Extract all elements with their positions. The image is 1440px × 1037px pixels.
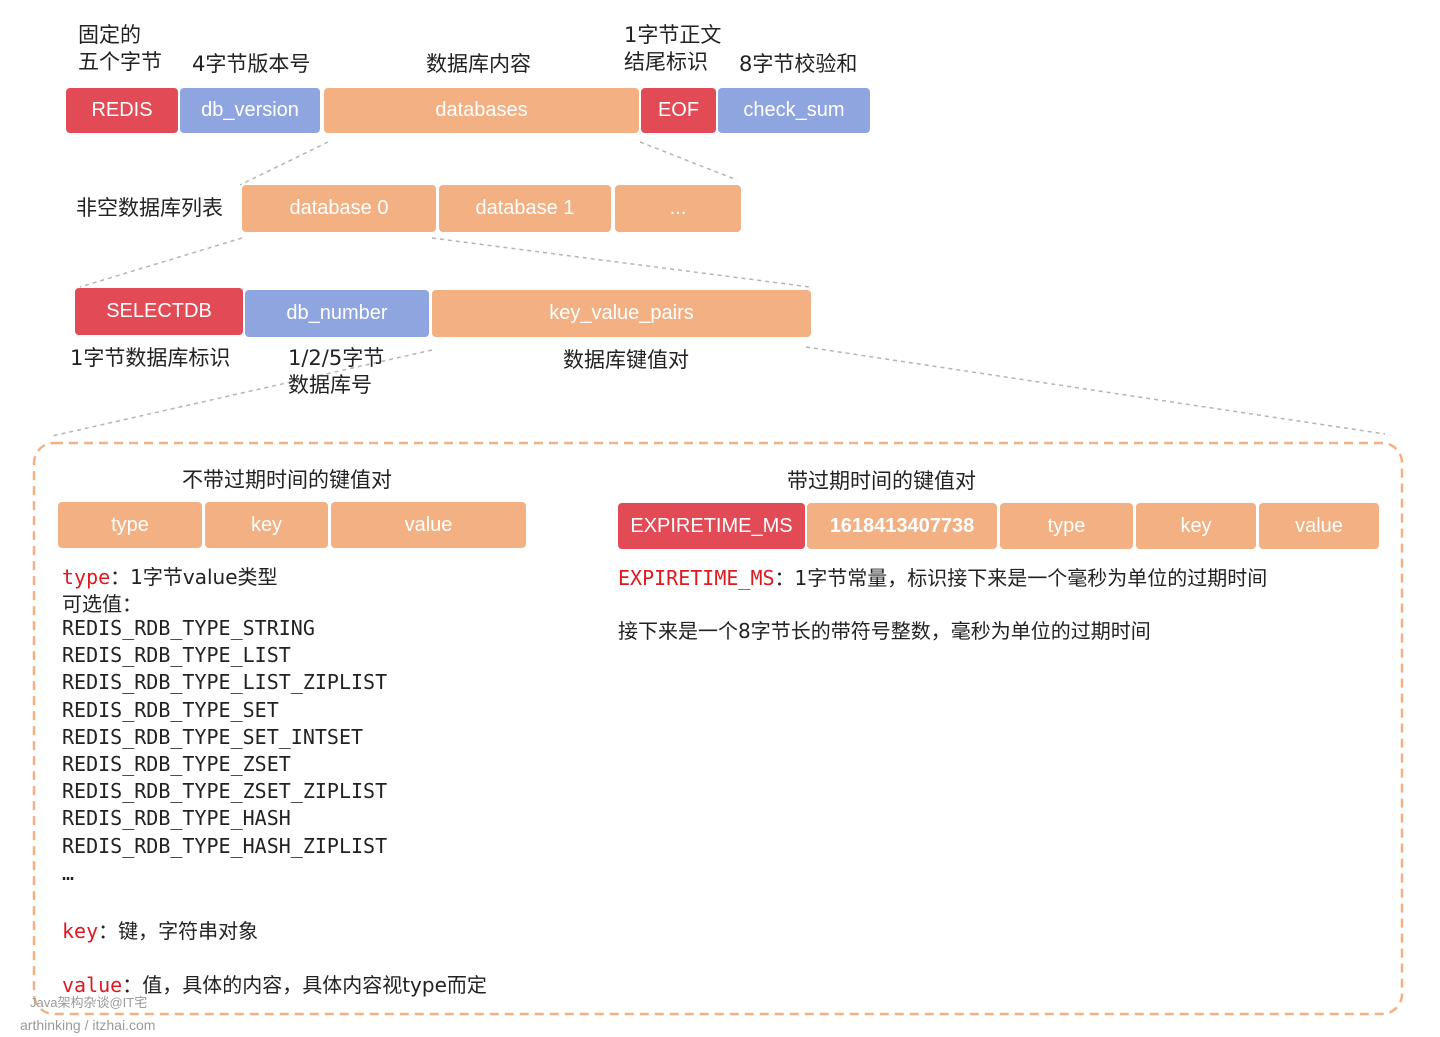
expire-description: EXPIRETIME_MS：1字节常量，标识接下来是一个毫秒为单位的过期时间 (618, 562, 1267, 591)
type-value-item: REDIS_RDB_TYPE_SET_INTSET (62, 724, 364, 749)
options-label: 可选值： (62, 592, 142, 616)
value-description: value：值，具体的内容，具体内容视type而定 (62, 969, 487, 998)
selectdb-box: SELECTDB (75, 288, 243, 335)
eof-label: 1字节正文 结尾标识 (624, 23, 722, 74)
value-desc-text: ：值，具体的内容，具体内容视type而定 (122, 973, 487, 997)
left-type-box: type (58, 502, 202, 548)
type-value-item: REDIS_RDB_TYPE_SET (62, 697, 279, 722)
database-0-box: database 0 (242, 185, 436, 232)
type-value-item: REDIS_RDB_TYPE_ZSET (62, 752, 291, 777)
type-description: type：1字节value类型 (62, 561, 278, 590)
right-value-box: value (1259, 503, 1379, 549)
db-number-label: 1/2/5字节 数据库号 (288, 346, 385, 397)
db-list-label: 非空数据库列表 (76, 196, 223, 220)
database-1-box: database 1 (439, 185, 611, 232)
expire-keyword: EXPIRETIME_MS (618, 566, 775, 590)
watermark-line2: arthinking / itzhai.com (20, 1017, 156, 1033)
type-values-list: REDIS_RDB_TYPE_STRING REDIS_RDB_TYPE_LIS… (62, 615, 387, 887)
type-keyword: type (62, 565, 111, 589)
db-version-box: db_version (180, 88, 320, 133)
key-value-pairs-box: key_value_pairs (432, 290, 811, 337)
expiretime-ms-box: EXPIRETIME_MS (618, 503, 805, 549)
left-value-box: value (331, 502, 526, 548)
type-value-item: … (62, 860, 75, 885)
type-value-item: REDIS_RDB_TYPE_ZSET_ZIPLIST (62, 779, 388, 804)
check-sum-box: check_sum (718, 88, 870, 133)
key-description: key：键，字符串对象 (62, 915, 258, 944)
type-value-item: REDIS_RDB_TYPE_STRING (62, 616, 315, 640)
next-description: 接下来是一个8字节长的带符号整数，毫秒为单位的过期时间 (618, 619, 1151, 643)
kv-label: 数据库键值对 (563, 348, 689, 372)
selectdb-label: 1字节数据库标识 (70, 346, 231, 370)
key-keyword: key (62, 919, 99, 943)
version-label: 4字节版本号 (192, 52, 311, 76)
db-number-box: db_number (245, 290, 429, 337)
type-value-item: REDIS_RDB_TYPE_HASH_ZIPLIST (62, 833, 388, 858)
fixed-five-bytes-label: 固定的 五个字节 (78, 23, 162, 74)
type-value-item: REDIS_RDB_TYPE_LIST (62, 643, 291, 668)
type-value-item: REDIS_RDB_TYPE_HASH (62, 806, 291, 831)
expire-desc-text: ：1字节常量，标识接下来是一个毫秒为单位的过期时间 (774, 566, 1268, 590)
eof-box: EOF (641, 88, 716, 133)
type-desc-text: ：1字节value类型 (110, 565, 278, 589)
left-panel-title: 不带过期时间的键值对 (182, 468, 392, 492)
value-keyword: value (62, 973, 123, 997)
databases-box: databases (324, 88, 639, 133)
type-value-item: REDIS_RDB_TYPE_LIST_ZIPLIST (62, 670, 388, 695)
right-type-box: type (1000, 503, 1133, 549)
redis-box: REDIS (66, 88, 178, 133)
timestamp-box: 1618413407738 (807, 503, 997, 549)
right-key-box: key (1136, 503, 1256, 549)
checksum-label: 8字节校验和 (739, 52, 858, 76)
left-key-box: key (205, 502, 328, 548)
watermark-line1: Java架构杂谈@IT宅 (30, 995, 148, 1010)
database-more-box: ... (615, 185, 741, 232)
right-panel-title: 带过期时间的键值对 (787, 469, 976, 493)
key-desc-text: ：键，字符串对象 (98, 919, 259, 943)
db-content-label: 数据库内容 (426, 52, 531, 76)
